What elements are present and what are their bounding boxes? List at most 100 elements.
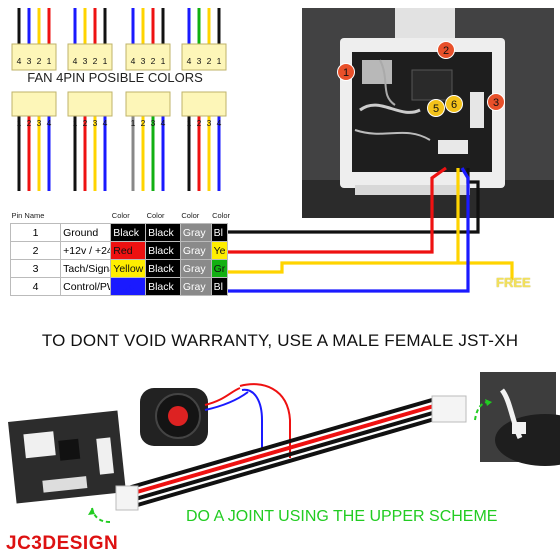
pin-number-label: 1 xyxy=(187,118,192,128)
pin-number: 3 xyxy=(9,259,62,278)
board-marker xyxy=(437,41,455,59)
pin-number-label: 4 xyxy=(161,118,166,128)
pin-number-label: 3 xyxy=(83,56,88,66)
printer-board-photo xyxy=(302,8,554,218)
connector-housing xyxy=(67,43,113,71)
pin-number-label: 3 xyxy=(151,118,156,128)
controller-board-photo xyxy=(8,410,126,504)
pin-number: 1 xyxy=(9,223,62,242)
pin-number-label: 1 xyxy=(131,118,136,128)
pin-name: Tach/Signal/Sense xyxy=(60,259,112,278)
pin-number-label: 4 xyxy=(131,56,136,66)
fan-blue-wire xyxy=(241,388,263,450)
pin-number-label: 2 xyxy=(93,56,98,66)
table-row: 3 Tach/Signal/Sense Yellow Black Gray Gr xyxy=(9,259,229,278)
pin-number-label: 1 xyxy=(161,56,166,66)
joint-note: DO A JOINT USING THE UPPER SCHEME xyxy=(186,508,498,525)
blower-fan-photo xyxy=(140,387,249,446)
pin-number-label: 3 xyxy=(93,118,98,128)
board-marker xyxy=(337,63,355,81)
color-cell: Black xyxy=(145,259,181,278)
printer-plug-photo xyxy=(480,372,560,466)
color-cell: Yellow xyxy=(110,259,147,278)
pin-number-label: 1 xyxy=(103,56,108,66)
pin-number-label: 3 xyxy=(207,118,212,128)
pin-number-label: 2 xyxy=(197,118,202,128)
color-cell: Gray xyxy=(179,259,212,278)
board-marker xyxy=(427,99,445,117)
jst-female-connector xyxy=(431,395,467,423)
board-marker-label: 6 xyxy=(451,99,457,111)
color-cell: Black xyxy=(145,277,181,296)
brand-logo: JC3DESIGN xyxy=(6,533,119,554)
connector-housing xyxy=(11,91,57,117)
color-cell: Black xyxy=(145,223,181,242)
pin-number-label: 2 xyxy=(141,118,146,128)
pin-number-label: 1 xyxy=(17,118,22,128)
table-row: 4 Control/PWM Blue Black Gray Bl xyxy=(9,277,229,296)
connector-housing xyxy=(181,91,227,117)
board-marker xyxy=(445,95,463,113)
pin-number-label: 1 xyxy=(217,56,222,66)
pin-number-label: 3 xyxy=(27,56,32,66)
table-header-row: Pin Name Color Color Color Color xyxy=(11,207,231,224)
jst-male-connector xyxy=(115,485,139,511)
table-row: 2 +12v / +24V Red Black Gray Ye xyxy=(9,241,229,260)
color-cell: Black xyxy=(110,223,147,242)
header-color: Color xyxy=(146,210,165,220)
pin-number-label: 4 xyxy=(103,118,108,128)
header-pin-name: Pin Name xyxy=(11,210,45,220)
pin-number-label: 4 xyxy=(217,118,222,128)
color-cell: Blue xyxy=(110,277,147,296)
board-marker-label: 3 xyxy=(493,97,499,109)
pin-number-label: 4 xyxy=(73,56,78,66)
pin-name: Ground xyxy=(60,223,112,242)
connector-housing xyxy=(125,43,171,71)
pin-number-label: 4 xyxy=(47,118,52,128)
pin-number-label: 2 xyxy=(151,56,156,66)
table-to-board-wires xyxy=(228,166,514,293)
pin-number-label: 2 xyxy=(37,56,42,66)
pin-number-label: 2 xyxy=(207,56,212,66)
header-color: Color xyxy=(111,210,130,220)
pin-name: +12v / +24V xyxy=(60,241,112,260)
arrow-head-icon xyxy=(485,399,492,406)
jst-ribbon-cable xyxy=(127,398,439,508)
connector-housing xyxy=(181,43,227,71)
board-marker-label: 1 xyxy=(343,67,349,79)
color-cell: Gray xyxy=(179,277,212,296)
warranty-banner: TO DONT VOID WARRANTY, USE A MALE FEMALE… xyxy=(41,331,519,350)
color-cell: Ye xyxy=(210,241,229,260)
table-row: 1 Ground Black Black Gray Bl xyxy=(9,223,229,242)
header-color: Color xyxy=(181,210,200,220)
pin-number-label: 1 xyxy=(47,56,52,66)
color-cell: Gray xyxy=(179,241,212,260)
pin-number-label: 3 xyxy=(37,118,42,128)
connector-housing xyxy=(67,91,113,117)
fan-colors-label: FAN 4PIN POSIBLE COLORS xyxy=(27,70,203,85)
color-cell: Black xyxy=(145,241,181,260)
color-cell: Gray xyxy=(179,223,212,242)
color-cell: Bl xyxy=(210,277,229,296)
fan-red-wire xyxy=(239,383,291,458)
pin-number-label: 2 xyxy=(27,118,32,128)
green-arrow-left xyxy=(91,507,111,523)
pin-name: Control/PWM xyxy=(60,277,112,296)
pin-number-label: 4 xyxy=(17,56,22,66)
board-marker xyxy=(487,93,505,111)
color-cell: Bl xyxy=(210,223,229,242)
connector-housing xyxy=(125,91,171,117)
board-marker-label: 2 xyxy=(443,45,449,57)
board-marker-label: 5 xyxy=(433,103,439,115)
